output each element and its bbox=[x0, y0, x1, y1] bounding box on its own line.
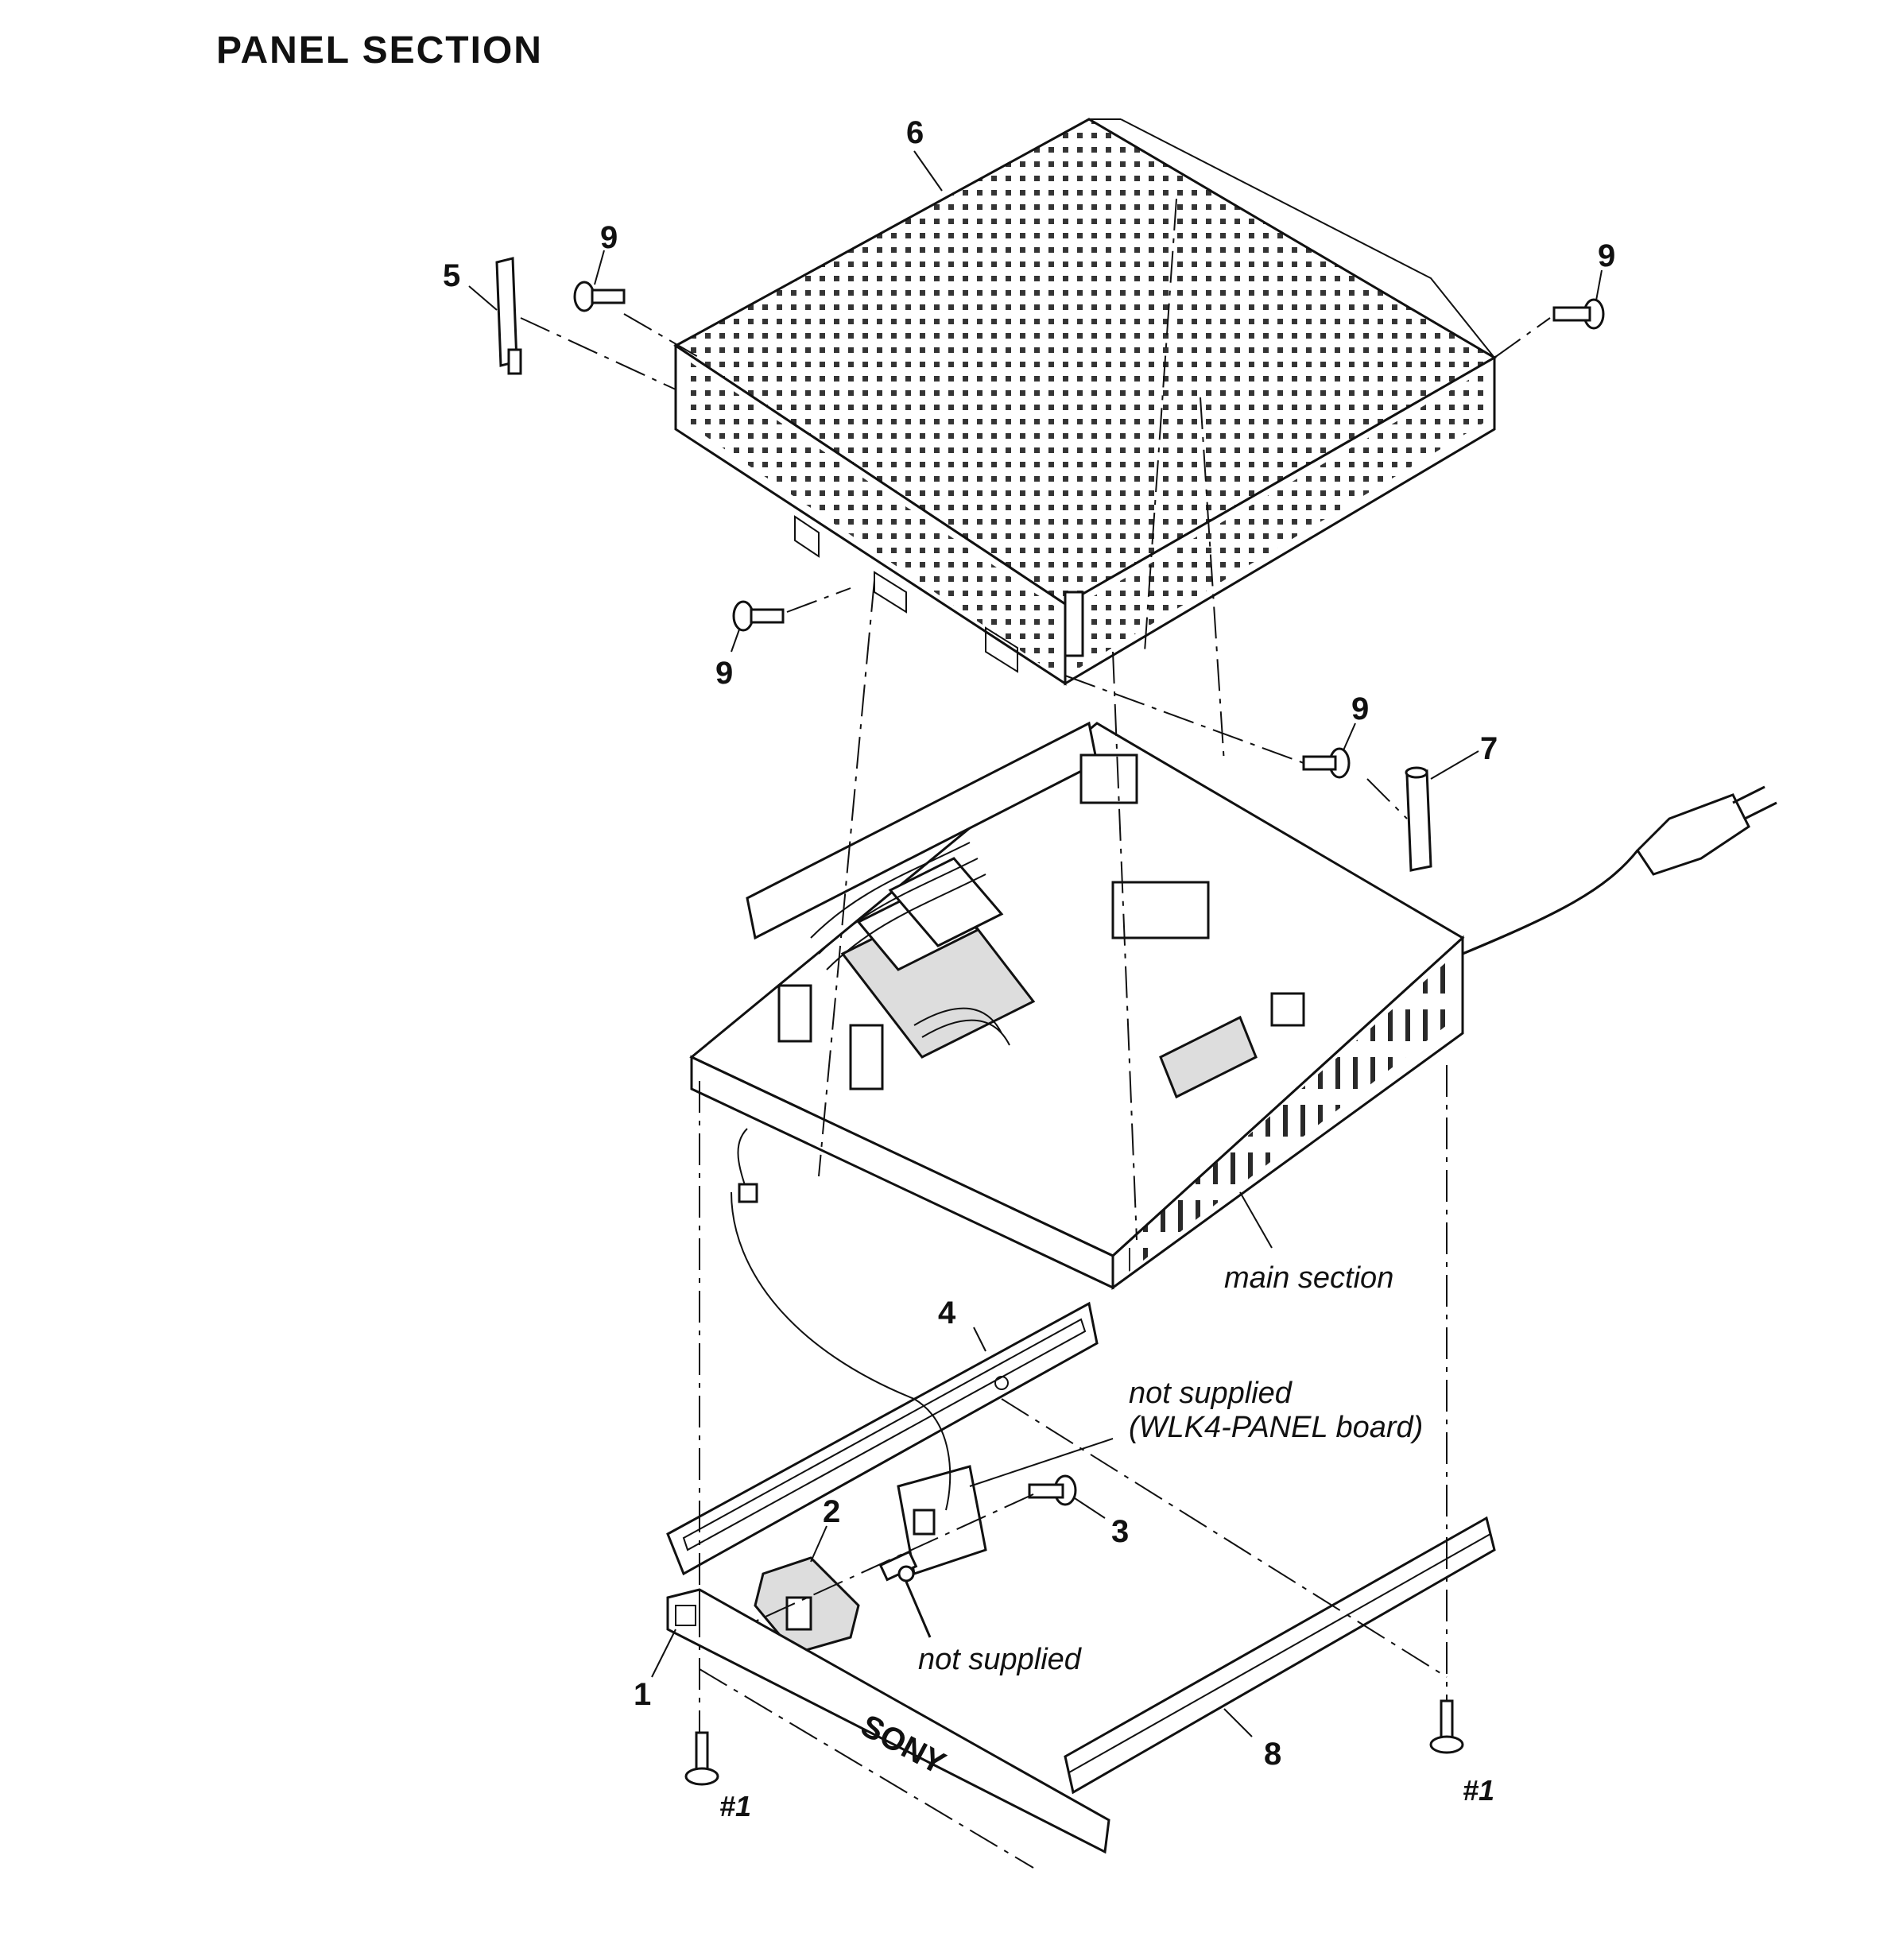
label-part-9-mid-right: 9 bbox=[1351, 691, 1369, 726]
label-part-3: 3 bbox=[1111, 1514, 1129, 1549]
label-part-5: 5 bbox=[443, 258, 460, 293]
bracket-part-5 bbox=[495, 257, 522, 375]
rear-panel-part-8 bbox=[1064, 1516, 1496, 1795]
screw-ref-1-right bbox=[1429, 1699, 1464, 1754]
bracket-part-4 bbox=[666, 1301, 1099, 1576]
small-part-not-supplied bbox=[878, 1550, 932, 1638]
label-part-7: 7 bbox=[1480, 731, 1498, 766]
label-part-2: 2 bbox=[823, 1494, 840, 1529]
label-part-9-top-left: 9 bbox=[600, 220, 618, 255]
label-not-supplied-board-2: (WLK4-PANEL board) bbox=[1129, 1411, 1423, 1444]
leader-lines bbox=[468, 150, 1603, 1737]
label-main-section: main section bbox=[1224, 1261, 1393, 1295]
switch-part-2 bbox=[754, 1556, 860, 1655]
assembly-guide-lines bbox=[520, 198, 1551, 1869]
page-title: PANEL SECTION bbox=[216, 29, 543, 72]
label-not-supplied-board-1: not supplied bbox=[1129, 1377, 1293, 1410]
screw-9-top-right bbox=[1552, 298, 1605, 330]
main-section-chassis bbox=[689, 721, 1465, 1290]
screw-ref-1-left bbox=[684, 1731, 719, 1786]
label-not-supplied: not supplied bbox=[918, 1643, 1083, 1676]
label-screw-ref-right: #1 bbox=[1463, 1774, 1494, 1807]
label-part-4: 4 bbox=[938, 1296, 956, 1331]
label-part-9-mid-left: 9 bbox=[715, 656, 733, 691]
label-part-8: 8 bbox=[1264, 1737, 1281, 1772]
top-cover bbox=[673, 118, 1497, 686]
screw-9-mid-right bbox=[1302, 747, 1351, 779]
spacer-part-7 bbox=[1405, 766, 1432, 872]
label-part-6: 6 bbox=[906, 115, 924, 150]
screw-9-mid-left bbox=[732, 600, 785, 632]
label-screw-ref-left: #1 bbox=[719, 1790, 751, 1822]
screw-9-top-left bbox=[573, 281, 626, 312]
wlk4-panel-board bbox=[731, 1191, 987, 1575]
power-cord bbox=[1462, 785, 1777, 955]
label-part-1: 1 bbox=[634, 1677, 651, 1712]
label-part-9-top-right: 9 bbox=[1598, 238, 1615, 273]
screw-part-3 bbox=[1028, 1474, 1077, 1506]
